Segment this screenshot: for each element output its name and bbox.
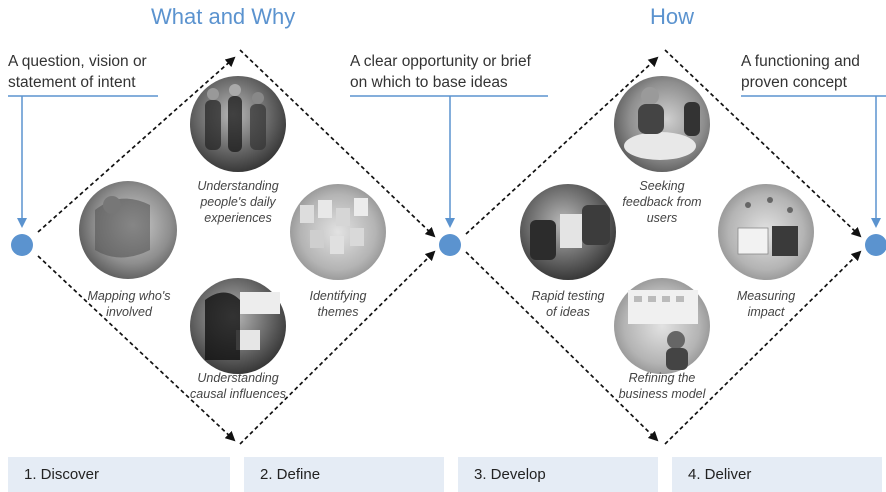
caption-feedback: Seeking feedback from users [602,178,722,226]
photo-mapping [79,181,177,279]
caption-daily-experiences: Understanding people's daily experiences [168,178,308,226]
stage-discover: 1. Discover [8,457,230,492]
caption-causal-line-2: causal influences [190,387,286,401]
stage-define: 2. Define [244,457,444,492]
start-intent-line-1: A question, vision or [8,53,147,70]
caption-feedback-line-2: feedback from [622,195,702,209]
start-intent-line-2: statement of intent [8,74,136,91]
caption-feedback-line-1: Seeking [639,179,685,193]
photo-rapid-testing [520,184,616,280]
stage-develop: 3. Develop [458,457,658,492]
define-lower-edge [239,250,436,445]
end-node [865,234,886,256]
caption-themes-line-1: Identifying [309,289,367,303]
caption-rapid-testing-line-2: of ideas [546,305,590,319]
caption-themes-line-2: themes [317,305,359,319]
photo-measuring [718,184,814,280]
caption-business-model-line-1: Refining the [628,371,696,385]
middle-intent-line-1: A clear opportunity or brief [350,53,531,70]
caption-business-model: Refining the business model [592,370,732,402]
develop-lower-edge [465,251,659,442]
start-intent-text: A question, vision or statement of inten… [8,51,147,93]
middle-node [439,234,461,256]
define-upper-edge [239,49,436,238]
end-connector [741,95,886,228]
caption-measuring-line-2: impact [747,305,785,319]
caption-mapping-line-2: involved [106,305,152,319]
end-intent-text: A functioning and proven concept [741,51,860,93]
start-connector [8,95,158,228]
end-intent-line-1: A functioning and [741,53,860,70]
caption-feedback-line-3: users [646,211,678,225]
photo-themes [290,184,386,280]
caption-causal-line-1: Understanding [197,371,279,385]
middle-intent-line-2: on which to base ideas [350,74,508,91]
caption-daily-experiences-line-2: people's daily [200,195,276,209]
caption-mapping: Mapping who's involved [64,288,194,320]
caption-measuring-line-1: Measuring [736,289,796,303]
photo-business-model [614,278,710,374]
caption-measuring: Measuring impact [706,288,826,320]
caption-rapid-testing: Rapid testing of ideas [506,288,630,320]
discover-lower-edge [37,255,236,442]
photo-feedback [614,76,710,172]
heading-what-and-why: What and Why [151,4,296,29]
caption-themes: Identifying themes [278,288,398,320]
heading-how: How [650,4,695,29]
caption-daily-experiences-line-1: Understanding [197,179,279,193]
middle-connector [350,95,548,228]
caption-mapping-line-1: Mapping who's [87,289,171,303]
discover-upper-edge [37,56,236,233]
caption-business-model-line-2: business model [618,387,706,401]
stage-deliver: 4. Deliver [672,457,882,492]
start-node [11,234,33,256]
photo-causal [190,278,286,374]
middle-intent-text: A clear opportunity or brief on which to… [350,51,531,93]
caption-causal: Understanding causal influences [168,370,308,402]
caption-rapid-testing-line-1: Rapid testing [531,289,605,303]
deliver-upper-edge [664,49,862,238]
caption-daily-experiences-line-3: experiences [204,211,272,225]
end-intent-line-2: proven concept [741,74,847,91]
develop-upper-edge [465,56,659,235]
deliver-lower-edge [664,250,862,445]
photo-daily-experiences [190,76,286,172]
